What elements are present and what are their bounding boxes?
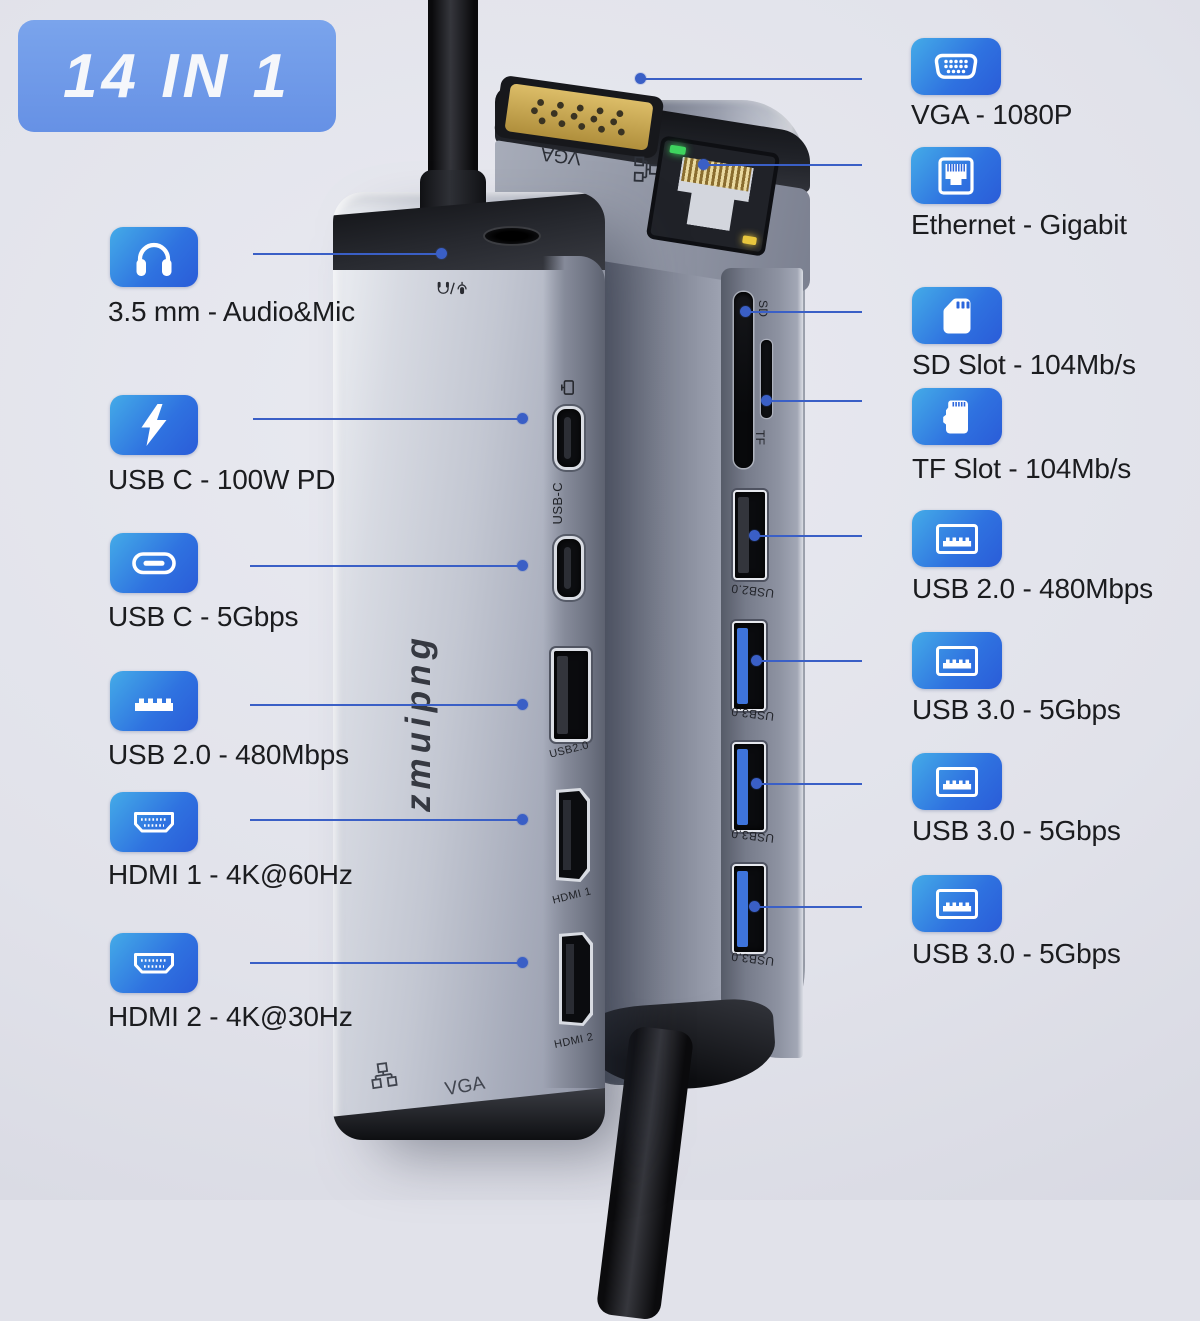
hdmi-connector-icon	[110, 792, 198, 852]
dock-back-view: VGA SD TF USB2.0 USB3.0 USB3.0	[493, 74, 810, 1321]
dock-front-view: USB-C USB2.0 HDMI 1 HDMI 2 zmuipng VGA	[333, 0, 605, 1140]
callout-label: HDMI 2 - 4K@30Hz	[108, 1001, 353, 1032]
callout-line-ethernet	[703, 164, 862, 166]
hdmi-tongue	[566, 944, 574, 1014]
fourteen-in-one-badge: 14 IN 1	[18, 20, 336, 132]
tf-slot-print: TF	[753, 430, 767, 446]
callout-dot-usbc-pd	[517, 413, 528, 424]
vga-back-print: VGA	[539, 142, 583, 169]
audio-jack-3-5mm	[483, 226, 541, 246]
callout-line-usb3-3	[754, 906, 862, 908]
ethernet-jack-icon	[911, 147, 1001, 204]
hdmi-connector-icon	[110, 933, 198, 993]
usb-c-data-port	[554, 536, 584, 600]
callout-dot-hdmi1	[517, 814, 528, 825]
callout-dot-tf	[761, 395, 772, 406]
hdmi2-port	[559, 932, 593, 1026]
callout-line-hdmi2	[250, 962, 522, 964]
callout-line-usb3-1	[756, 660, 862, 662]
callout-label: VGA - 1080P	[911, 99, 1073, 130]
callout-dot-usb3-2	[751, 778, 762, 789]
callout-line-usbc-pd	[253, 418, 522, 420]
usb3-tongue	[737, 749, 748, 825]
callout-dot-usb2-back	[749, 530, 760, 541]
headphones-icon	[110, 227, 198, 287]
callout-label: USB 3.0 - 5Gbps	[912, 815, 1121, 846]
display-pd-print-icon	[556, 380, 575, 396]
callout-line-usb2-front	[250, 704, 522, 706]
sd-card-icon	[912, 287, 1002, 344]
callout-label: USB C - 100W PD	[108, 464, 336, 495]
callout-line-hdmi1	[250, 819, 522, 821]
callout-dot-usb2-front	[517, 699, 528, 710]
usb-a-contacts-icon	[110, 671, 198, 731]
callout-dot-usb3-3	[749, 901, 760, 912]
usb-c-tongue	[564, 547, 571, 589]
callout-label: 3.5 mm - Audio&Mic	[108, 296, 355, 327]
mic-headset-print-icon	[437, 276, 467, 295]
tf-card-slot	[761, 340, 772, 418]
usb-c-tongue	[564, 417, 571, 459]
usb-a-port-icon	[912, 753, 1002, 810]
ethernet-port	[645, 135, 781, 257]
callout-line-tf	[766, 400, 862, 402]
callout-line-usbc-data	[250, 565, 522, 567]
hdmi1-port	[556, 788, 590, 882]
vga-port	[493, 74, 665, 160]
sd-slot-print: SD	[756, 300, 770, 318]
vga-pin-holes	[531, 99, 625, 136]
usb2-tongue	[557, 656, 568, 734]
callout-label: HDMI 1 - 4K@60Hz	[108, 859, 353, 890]
callout-line-sd	[745, 311, 862, 313]
usb-c-print: USB-C	[550, 482, 565, 525]
callout-label: TF Slot - 104Mb/s	[912, 453, 1132, 484]
vga-connector-icon	[911, 38, 1001, 95]
callout-dot-usb3-1	[751, 655, 762, 666]
callout-line-usb2-back	[754, 535, 862, 537]
callout-line-vga	[640, 78, 862, 80]
usb-a-port-icon	[912, 875, 1002, 932]
ethernet-led-green	[669, 144, 687, 156]
callout-dot-vga	[635, 73, 646, 84]
usb-a-port-icon	[912, 510, 1002, 567]
ethernet-led-amber	[741, 235, 758, 246]
usb3-port-2	[732, 742, 766, 832]
brand-logo: zmuipng	[399, 633, 438, 812]
callout-dot-sd	[740, 306, 751, 317]
tf-card-icon	[912, 388, 1002, 445]
usb2-port-front	[551, 648, 591, 742]
hdmi-tongue	[563, 800, 571, 870]
callout-dot-usbc-data	[517, 560, 528, 571]
callout-dot-ethernet	[698, 159, 709, 170]
usb-c-connector-icon	[110, 533, 198, 593]
network-print-icon	[369, 1060, 399, 1094]
usb3-port-1	[732, 621, 766, 711]
usb2-tongue	[738, 497, 749, 573]
lightning-icon	[110, 395, 198, 455]
callout-line-usb3-2	[756, 783, 862, 785]
callout-dot-hdmi2	[517, 957, 528, 968]
callout-label: Ethernet - Gigabit	[911, 209, 1127, 240]
callout-line-audio	[253, 253, 441, 255]
callout-label: USB 2.0 - 480Mbps	[912, 573, 1153, 604]
usb-a-port-icon	[912, 632, 1002, 689]
callout-label: USB 2.0 - 480Mbps	[108, 739, 349, 770]
callout-label: USB 3.0 - 5Gbps	[912, 694, 1121, 725]
callout-label: SD Slot - 104Mb/s	[912, 349, 1136, 380]
callout-dot-audio	[436, 248, 447, 259]
usb3-tongue	[737, 871, 748, 947]
sd-card-slot	[734, 292, 753, 468]
usb3-tongue	[737, 628, 748, 704]
callout-label: USB C - 5Gbps	[108, 601, 299, 632]
usb-c-pd-port	[554, 406, 584, 470]
vga-port-gold-insert	[504, 83, 654, 151]
callout-label: USB 3.0 - 5Gbps	[912, 938, 1121, 969]
